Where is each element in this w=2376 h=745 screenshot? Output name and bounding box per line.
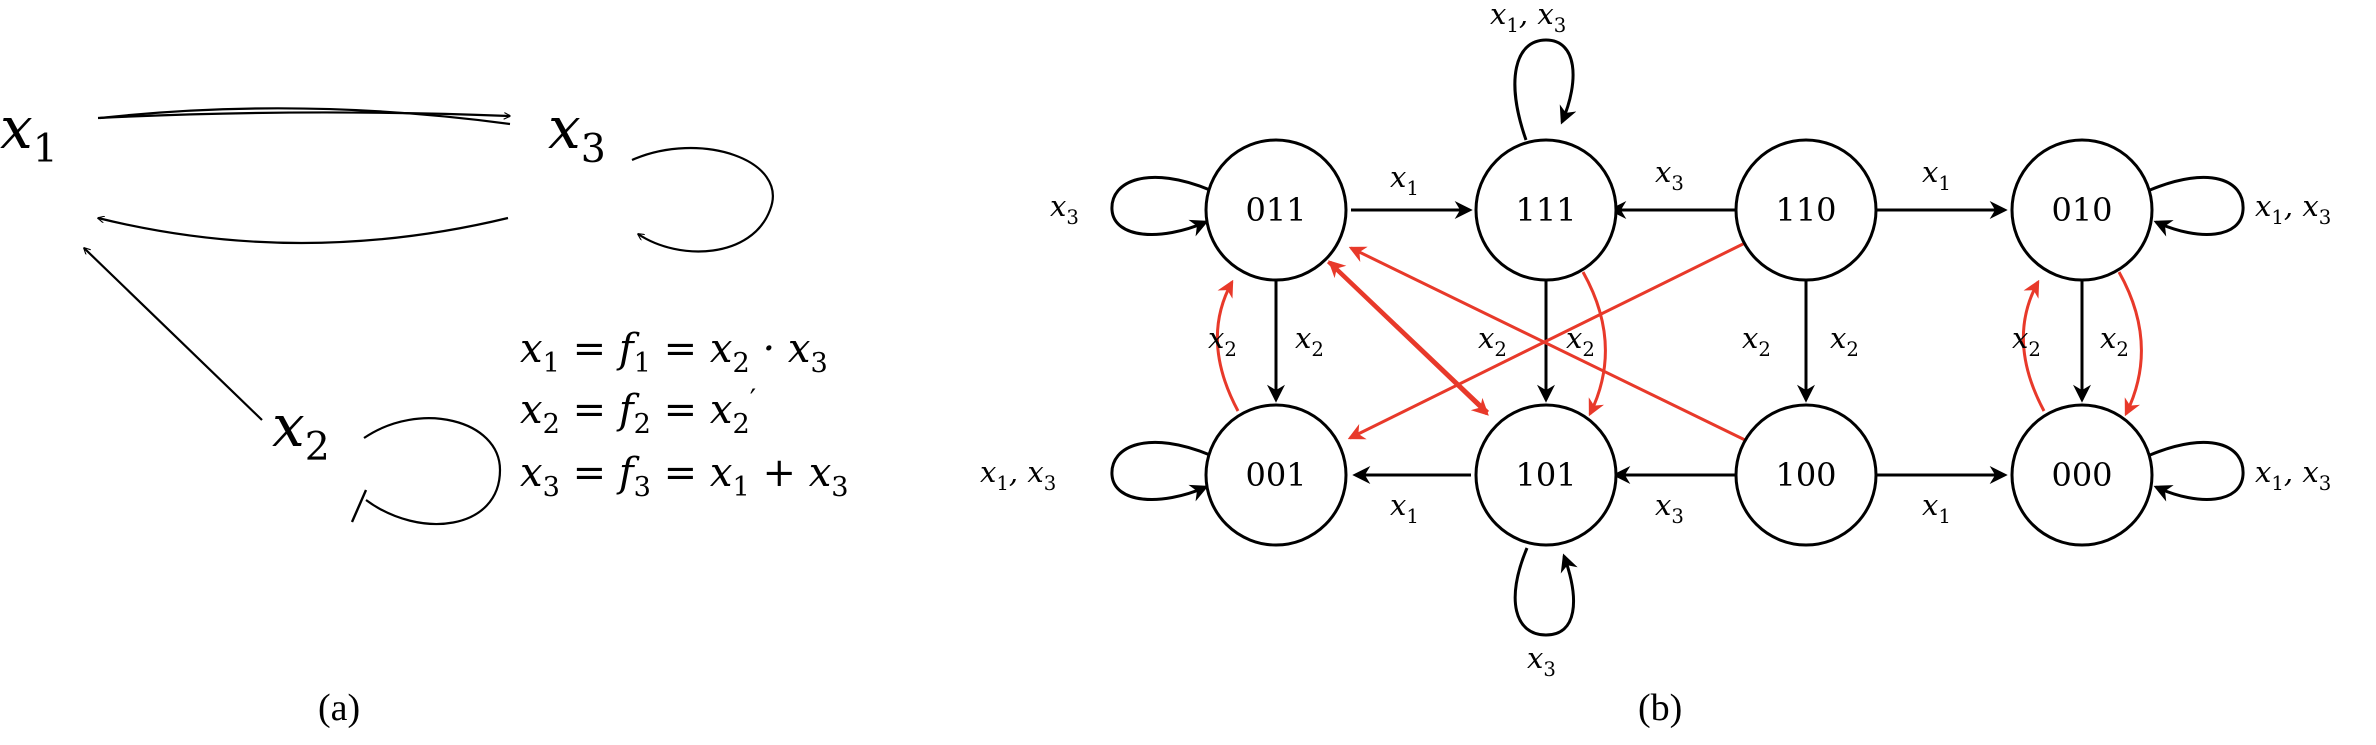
edge-x3-to-x1 [98,218,509,245]
node-x1: x1 [0,94,58,172]
self-loop-x3 [631,146,774,253]
node-x2: x2 [272,392,330,470]
label-x1x3-loop-001: x1, x3 [980,455,1056,495]
self-loop-000 [2149,440,2245,502]
label-x3-100-101: x3 [1655,488,1684,528]
label-x1-100-000: x1 [1922,488,1951,528]
caption-a: (a) [318,687,360,729]
label-x2-red-001-011: x2 [1208,321,1237,361]
edge-x1-to-x3-curve [99,107,511,126]
label-x2-red-000-010: x2 [2012,321,2041,361]
equation-f2: x2 = f2 = x2′ [520,383,756,440]
state-node-110: 110 [1734,138,1878,282]
self-loop-x2 [363,417,502,526]
red-edge-000-010 [2021,279,2046,412]
self-loop-111 [1513,38,1577,141]
red-edge-011-101 [1326,260,1489,416]
edge-x2-to-x1 [84,248,263,421]
caption-b: (b) [1638,687,1682,729]
label-x1x3-loop-010: x1, x3 [2255,189,2331,229]
label-x3-110-111: x3 [1655,155,1684,195]
equations: x1 = f1 = x2 · x3 x2 = f2 = x2′ x3 = f3 … [520,326,849,503]
svg-text:011: 011 [1245,191,1306,229]
self-loop-001 [1110,440,1211,502]
svg-text:100: 100 [1775,456,1836,494]
label-x1x3-loop-000: x1, x3 [2255,455,2331,495]
self-loop-101 [1513,547,1578,637]
self-loop-011 [1110,175,1211,237]
label-x3-loop-011: x3 [1050,189,1079,229]
red-edge-101-011 [1328,260,1490,414]
svg-text:110: 110 [1775,191,1836,229]
state-node-011: 011 [1204,138,1348,282]
label-x3-loop-101: x3 [1527,641,1556,681]
panel-b: 011 111 110 010 001 101 100 000 [980,0,2331,729]
label-x2-110-100-left: x2 [1742,321,1771,361]
svg-text:001: 001 [1245,456,1306,494]
label-x1x3-loop-111: x1, x3 [1490,0,1566,37]
red-edge-100-011 [1348,246,1746,442]
red-edge-110-001 [1347,241,1746,440]
state-node-000: 000 [2010,403,2154,547]
equation-f1: x1 = f1 = x2 · x3 [520,326,828,379]
state-node-001: 001 [1204,403,1348,547]
label-x2-011-001: x2 [1295,321,1324,361]
label-x1-110-010: x1 [1922,155,1951,195]
svg-text:111: 111 [1515,191,1576,229]
self-loop-010 [2149,175,2245,237]
label-x1-011-111: x1 [1390,160,1419,200]
inhibition-bar-icon [350,489,368,523]
state-node-111: 111 [1474,138,1618,282]
state-node-100: 100 [1734,403,1878,547]
state-node-101: 101 [1474,403,1618,547]
svg-text:010: 010 [2051,191,2112,229]
panel-a: x1 x3 x2 x1 = f1 = x2 · x3 x2 = f2 = x2′… [0,94,849,729]
state-node-010: 010 [2010,138,2154,282]
label-x2-110-100-right: x2 [1830,321,1859,361]
red-edge-010-000 [2117,271,2143,417]
label-x2-red-010-000: x2 [2100,321,2129,361]
svg-text:101: 101 [1515,456,1576,494]
red-edge-111-101 [1581,271,1607,417]
red-edge-001-011 [1215,279,1240,412]
svg-text:000: 000 [2051,456,2112,494]
node-x3: x3 [548,94,606,172]
equation-f3: x3 = f3 = x1 + x3 [520,450,849,503]
label-x1-101-001: x1 [1390,488,1419,528]
edge-x1-to-x3 [97,111,510,118]
label-x2-111-101: x2 [1478,321,1507,361]
